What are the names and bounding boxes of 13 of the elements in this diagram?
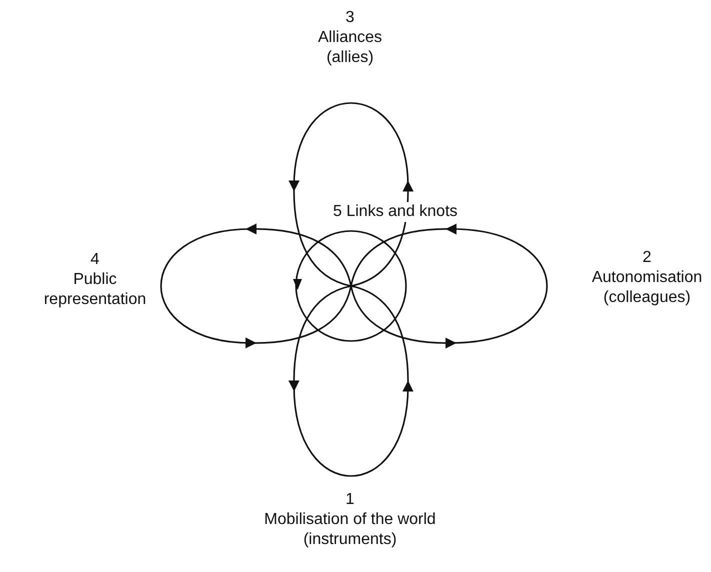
circuit-label: (instruments) (302, 530, 398, 550)
number-label: 1 (344, 490, 356, 510)
node-label: 5 Links and knots (331, 202, 460, 222)
circuit-label: Autonomisation (590, 268, 704, 288)
circuit-label: Alliances (316, 28, 384, 48)
circuit-label: representation (42, 290, 148, 310)
number-label: 3 (344, 8, 356, 28)
circuit-label: Public (72, 270, 118, 290)
number-label: 2 (642, 248, 652, 268)
circuit-label: (allies) (325, 48, 375, 68)
number-label: 4 (90, 250, 100, 270)
circuit-label: Mobilisation of the world (263, 510, 437, 530)
circuit-label: (colleagues) (602, 288, 692, 308)
